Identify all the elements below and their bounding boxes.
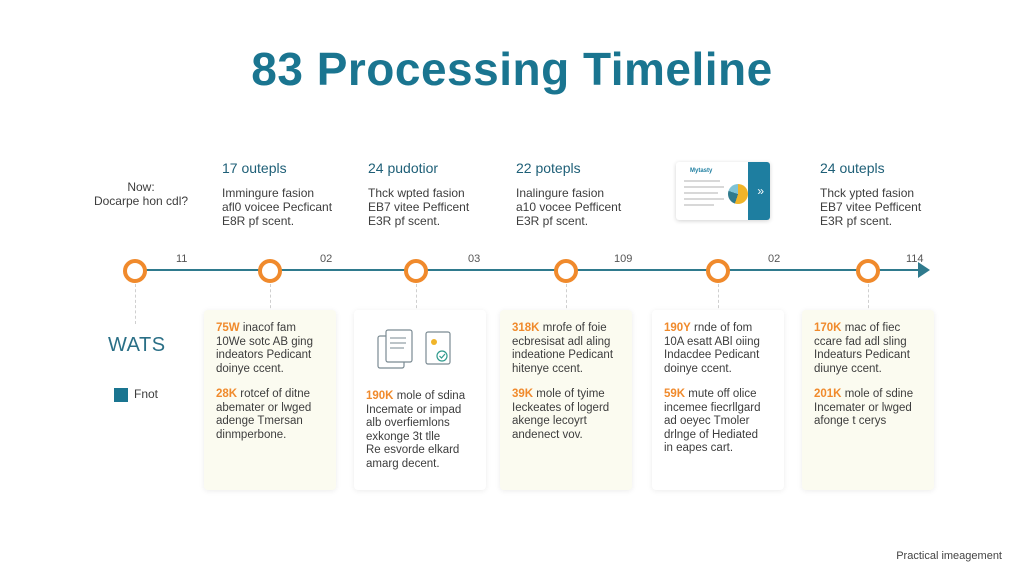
report-thumbnail-icon: Mytasty »	[676, 162, 770, 220]
tick-label: 11	[176, 253, 188, 265]
connector-line	[135, 284, 136, 324]
tick-label: 03	[468, 253, 481, 265]
stat-entry: 39K mole of tyime Ieckeates of logerd ak…	[512, 388, 620, 442]
stat-value: 170K	[814, 322, 842, 334]
stat-card: 75W inacof fam 10We sotc AB ging indeato…	[204, 310, 336, 490]
stat-text: inacof fam 10We sotc AB ging indeators P…	[216, 322, 313, 375]
milestone-header: 17 outepls Immingure fasion afl0 voicee …	[222, 160, 362, 228]
stat-card: 170K mac of fiec ccare fad adl sling Ind…	[802, 310, 934, 490]
connector-line	[416, 284, 417, 324]
milestone-description: Immingure fasion afl0 voicee Pecficant E…	[222, 186, 333, 228]
thumbnail-label: Mytasty	[690, 168, 713, 174]
stat-text: mole of sdina Incemate or impad alb over…	[366, 390, 466, 470]
page-title: 83 Processing Timeline	[251, 43, 773, 95]
stat-entry: 170K mac of fiec ccare fad adl sling Ind…	[814, 322, 922, 376]
stat-text: mole of tyime Ieckeates of logerd akenge…	[512, 388, 610, 441]
timeline-node[interactable]	[258, 259, 282, 283]
timeline-node[interactable]	[554, 259, 578, 283]
timeline-node[interactable]	[706, 259, 730, 283]
connector-line	[270, 284, 271, 324]
documents-icon	[377, 329, 451, 369]
timeline-node[interactable]	[123, 259, 147, 283]
milestone-heading: 24 outepls	[820, 160, 885, 176]
chevron-right-icon: »	[757, 184, 764, 198]
stat-value: 201K	[814, 388, 842, 400]
tick-label: 02	[320, 253, 333, 265]
stat-value: 28K	[216, 388, 238, 400]
timeline-node[interactable]	[856, 259, 880, 283]
milestone-heading: 17 outepls	[222, 160, 287, 176]
section-title: WATS	[108, 334, 166, 356]
stat-entry: 318K mrofe of foie ecbresisat adl aling …	[512, 322, 620, 376]
milestone-header: 22 potepls Inalingure fasion a10 vocee P…	[516, 160, 656, 228]
stat-entry: 59K mute off olice incemee fiecrllgard a…	[664, 388, 772, 456]
milestone-header: 24 outepls Thck ypted fasion EB7 vitee P…	[820, 160, 960, 228]
tick-label: 114	[906, 253, 924, 265]
arrow-right-icon	[918, 262, 930, 278]
stat-value: 318K	[512, 322, 540, 334]
stat-entry: 190Y rnde of fom 10A esatt ABl oiing Ind…	[664, 322, 772, 376]
milestone-heading: 22 potepls	[516, 160, 581, 176]
stat-text: mole of sdine Incemater or lwged afonge …	[814, 388, 914, 427]
stat-value: 59K	[664, 388, 686, 400]
stat-value: 75W	[216, 322, 240, 334]
stat-card: 190Y rnde of fom 10A esatt ABl oiing Ind…	[652, 310, 784, 490]
legend-swatch	[114, 388, 128, 402]
stat-value: 190Y	[664, 322, 691, 334]
stat-text: mac of fiec ccare fad adl sling Indeatur…	[814, 322, 910, 375]
stat-card: 190K mole of sdina Incemate or impad alb…	[354, 310, 486, 490]
connector-line	[718, 284, 719, 324]
stat-entry: 201K mole of sdine Incemater or lwged af…	[814, 388, 922, 429]
connector-line	[566, 284, 567, 324]
connector-line	[868, 284, 869, 324]
footer-label: Practical imeagement	[896, 550, 1002, 562]
stat-text: rnde of fom 10A esatt ABl oiing Indacdee…	[664, 322, 760, 375]
milestone-header: 24 pudotior Thck wpted fasion EB7 vitee …	[368, 160, 508, 228]
tick-label: 109	[614, 253, 633, 265]
milestone-description: Inalingure fasion a10 vocee Pefficent E3…	[516, 186, 622, 228]
stat-text: mrofe of foie ecbresisat adl aling indea…	[512, 322, 614, 375]
stat-value: 39K	[512, 388, 534, 400]
stat-value: 190K	[366, 390, 394, 402]
stat-entry: 28K rotcef of ditne abemater or lwged ad…	[216, 388, 324, 442]
now-label: Now: Docarpe hon cdl?	[93, 180, 189, 208]
legend-label: Fnot	[134, 387, 159, 401]
stat-card: 318K mrofe of foie ecbresisat adl aling …	[500, 310, 632, 490]
stat-entry: 190K mole of sdina Incemate or impad alb…	[366, 390, 474, 471]
timeline-axis	[124, 269, 924, 271]
stat-text: rotcef of ditne abemater or lwged adenge…	[216, 388, 312, 441]
milestone-description: Thck ypted fasion EB7 vitee Pefficent E3…	[820, 186, 922, 228]
timeline-node[interactable]	[404, 259, 428, 283]
stat-text: mute off olice incemee fiecrllgard ad oe…	[664, 388, 761, 454]
milestone-heading: 24 pudotior	[368, 160, 439, 176]
tick-label: 02	[768, 253, 781, 265]
milestone-description: Thck wpted fasion EB7 vitee Pefficent E3…	[368, 186, 470, 228]
stat-entry: 75W inacof fam 10We sotc AB ging indeato…	[216, 322, 324, 376]
